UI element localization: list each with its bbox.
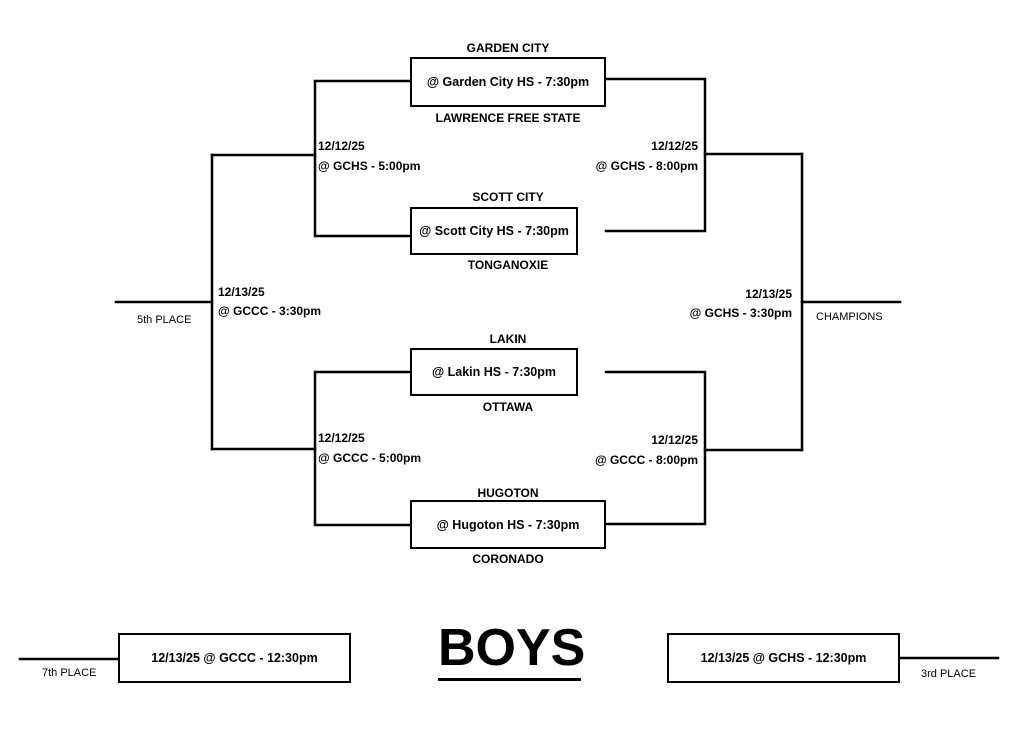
team-scott-city: SCOTT CITY: [472, 190, 544, 204]
fifth-place-label: 5th PLACE: [137, 314, 192, 326]
team-tonganoxie: TONGANOXIE: [467, 258, 549, 272]
fifth-game-venue: @ GCCC - 3:30pm: [218, 304, 322, 318]
semi-bottom-venue: @ GCCC - 8:00pm: [594, 453, 698, 467]
semi-bottom-date: 12/12/25: [651, 433, 698, 447]
team-lakin: LAKIN: [489, 332, 527, 346]
team-coronado: CORONADO: [472, 552, 544, 566]
third-place-game-box: 12/13/25 @ GCHS - 12:30pm: [667, 633, 900, 683]
third-place-label: 3rd PLACE: [921, 668, 977, 680]
line-g1-right: [604, 77, 707, 233]
line-g3-left: [313, 370, 412, 527]
semi-top-venue: @ GCHS - 8:00pm: [595, 159, 698, 173]
cons-bottom-date: 12/12/25: [318, 431, 365, 445]
seventh-place-game-box: 12/13/25 @ GCCC - 12:30pm: [118, 633, 351, 683]
fifth-game-date: 12/13/25: [218, 285, 265, 299]
line-g1-left: [313, 79, 412, 238]
game-box-4: @ Hugoton HS - 7:30pm: [410, 500, 606, 549]
line-g3-right: [604, 370, 707, 526]
cons-top-venue: @ GCHS - 5:00pm: [318, 159, 421, 173]
game-box-1: @ Garden City HS - 7:30pm: [410, 57, 606, 107]
game-box-3: @ Lakin HS - 7:30pm: [410, 348, 578, 396]
cons-top-date: 12/12/25: [318, 139, 365, 153]
cons-bottom-venue: @ GCCC - 5:00pm: [318, 451, 422, 465]
page-title: BOYS: [438, 618, 585, 681]
team-ottawa: OTTAWA: [482, 400, 534, 414]
champions-label: CHAMPIONS: [816, 311, 883, 323]
semi-top-date: 12/12/25: [651, 139, 698, 153]
team-hugoton: HUGOTON: [477, 486, 539, 500]
seventh-place-label: 7th PLACE: [42, 667, 97, 679]
team-lawrence-free-state: LAWRENCE FREE STATE: [435, 111, 581, 125]
final-game-date: 12/13/25: [745, 287, 792, 301]
game-box-2: @ Scott City HS - 7:30pm: [410, 207, 578, 255]
final-game-venue: @ GCHS - 3:30pm: [689, 306, 792, 320]
team-garden-city: GARDEN CITY: [466, 41, 550, 55]
